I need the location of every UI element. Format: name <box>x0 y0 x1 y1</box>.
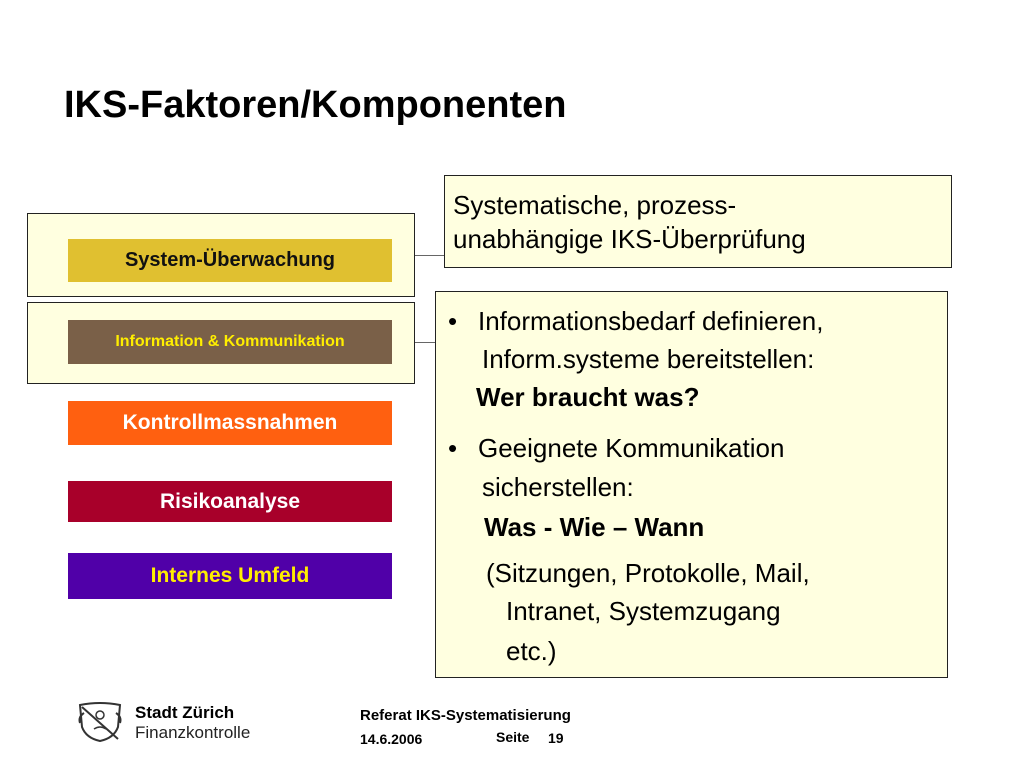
communication-callout: • Informationsbedarf definieren, Inform.… <box>435 291 948 678</box>
bullet-1-emphasis: Wer braucht was? <box>476 382 700 412</box>
connector-line-2 <box>415 342 435 343</box>
component-internal-environment: Internes Umfeld <box>68 553 392 599</box>
bullet-2-line-2: sicherstellen: <box>482 472 634 502</box>
footer-page-label: Seite <box>496 729 530 745</box>
footer-title: Referat IKS-Systematisierung <box>360 707 571 724</box>
component-information-communication: Information & Kommunikation <box>68 320 392 364</box>
bullet-2-detail-2: Intranet, Systemzugang <box>506 596 781 626</box>
callout-line: unabhängige IKS-Überprüfung <box>453 224 806 254</box>
monitoring-callout: Systematische, prozess- unabhängige IKS-… <box>444 175 952 268</box>
connector-line-1 <box>415 255 445 256</box>
bullet-2-detail-1: (Sitzungen, Protokolle, Mail, <box>486 558 810 588</box>
logo-department: Finanzkontrolle <box>135 723 251 742</box>
slide-title: IKS-Faktoren/Komponenten <box>64 84 567 126</box>
bullet-marker: • <box>448 433 458 463</box>
bullet-2-detail-3: etc.) <box>506 636 557 666</box>
zurich-coat-of-arms-icon <box>78 702 122 743</box>
logo-city-name: Stadt Zürich <box>135 703 235 722</box>
component-system-monitoring: System-Überwachung <box>68 239 392 282</box>
component-risk-analysis: Risikoanalyse <box>68 481 392 522</box>
bullet-2-line-1: Geeignete Kommunikation <box>478 433 785 463</box>
component-control-measures: Kontrollmassnahmen <box>68 401 392 445</box>
bullet-marker: • <box>448 306 458 336</box>
bullet-2-emphasis: Was - Wie – Wann <box>484 512 705 542</box>
bullet-1-line-2: Inform.systeme bereitstellen: <box>482 344 815 374</box>
footer-date: 14.6.2006 <box>360 731 423 747</box>
callout-line: Systematische, prozess- <box>453 190 737 220</box>
bullet-1-line-1: Informationsbedarf definieren, <box>478 306 824 336</box>
footer-page-number: 19 <box>548 730 564 746</box>
